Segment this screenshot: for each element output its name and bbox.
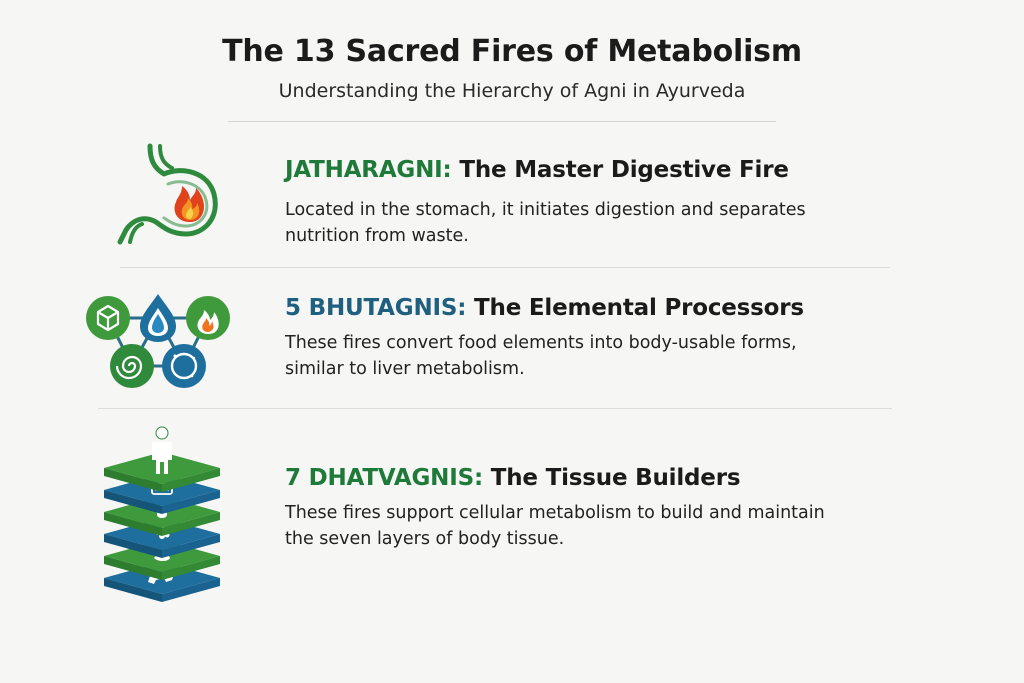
heading-key: JATHARAGNI: <box>285 157 452 183</box>
section-heading-jatharagni: JATHARAGNI: The Master Digestive Fire <box>285 157 789 183</box>
heading-key: 7 DHATVAGNIS: <box>285 465 483 491</box>
desc-line: Located in the stomach, it initiates dig… <box>285 200 806 220</box>
tissue-layers-stack-icon <box>100 426 224 604</box>
section-divider <box>98 408 892 409</box>
stomach-with-fire-icon <box>112 138 242 248</box>
human-figure <box>152 426 172 474</box>
heading-rest: The Tissue Builders <box>490 465 741 491</box>
heading-rest: The Master Digestive Fire <box>459 157 789 183</box>
section-description-dhatvagnis: These fires support cellular metabolism … <box>285 500 825 552</box>
page-subtitle: Understanding the Hierarchy of Agni in A… <box>278 80 746 102</box>
desc-line: similar to liver metabolism. <box>285 359 525 379</box>
heading-rest: The Elemental Processors <box>474 295 804 321</box>
desc-line: These fires convert food elements into b… <box>285 333 797 353</box>
heading-key: 5 BHUTAGNIS: <box>285 295 467 321</box>
five-elements-icon <box>82 290 242 394</box>
desc-line: nutrition from waste. <box>285 226 469 246</box>
desc-line: the seven layers of body tissue. <box>285 529 565 549</box>
section-heading-bhutagnis: 5 BHUTAGNIS: The Elemental Processors <box>285 295 804 321</box>
section-heading-dhatvagnis: 7 DHATVAGNIS: The Tissue Builders <box>285 465 741 491</box>
desc-line: These fires support cellular metabolism … <box>285 503 825 523</box>
section-description-jatharagni: Located in the stomach, it initiates dig… <box>285 197 806 249</box>
section-divider <box>120 267 890 268</box>
section-description-bhutagnis: These fires convert food elements into b… <box>285 330 797 382</box>
page-title: The 13 Sacred Fires of Metabolism <box>222 34 802 69</box>
title-divider <box>228 121 776 122</box>
